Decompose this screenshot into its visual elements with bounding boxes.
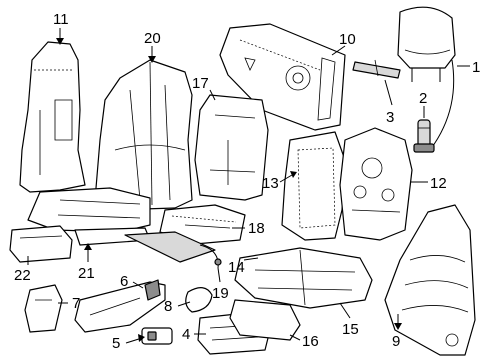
callout-15: 15	[342, 321, 359, 338]
part-6-side-cover[interactable]	[74, 279, 166, 333]
part-12-backrest-frame[interactable]	[339, 127, 413, 241]
callout-4: 4	[182, 326, 190, 343]
part-9-seat-frame[interactable]	[384, 204, 476, 356]
callout-22: 22	[14, 267, 31, 284]
part-13-trim-panel[interactable]	[281, 131, 346, 241]
callout-5: 5	[112, 335, 120, 352]
callout-21: 21	[78, 265, 95, 282]
part-17-pad[interactable]	[194, 94, 269, 201]
callout-20: 20	[144, 30, 161, 47]
part-3-guide[interactable]	[352, 59, 401, 79]
callout-6: 6	[120, 273, 128, 290]
callout-17: 17	[192, 75, 209, 92]
part-20-backrest-trim[interactable]	[94, 59, 193, 211]
callout-16: 16	[302, 333, 319, 350]
callout-14: 14	[228, 259, 245, 276]
part-10-backrest-panel[interactable]	[219, 23, 346, 131]
part-22-front-cushion[interactable]	[9, 225, 73, 263]
part-15-seat-cushion[interactable]	[234, 247, 373, 309]
leader-lines	[27, 28, 470, 344]
callout-3: 3	[386, 109, 394, 126]
callout-7: 7	[72, 295, 80, 312]
callout-12: 12	[430, 175, 447, 192]
part-11-backrest-cover[interactable]	[19, 41, 86, 193]
part-2-guide-sleeve[interactable]	[413, 119, 435, 153]
callout-11: 11	[53, 11, 69, 28]
part-19-bottom-pan[interactable]	[124, 231, 222, 269]
callout-13: 13	[262, 175, 279, 192]
callout-19: 19	[212, 285, 229, 302]
part-8-knob[interactable]	[185, 287, 213, 313]
callout-2: 2	[419, 90, 427, 107]
part-1-head-restraint[interactable]	[397, 6, 456, 151]
seat-cushion-trim[interactable]	[27, 187, 151, 233]
callout-8: 8	[164, 298, 172, 315]
callout-10: 10	[339, 31, 356, 48]
callout-18: 18	[248, 220, 265, 237]
callout-1: 1	[472, 59, 480, 76]
callout-9: 9	[392, 333, 400, 350]
part-5-switch[interactable]	[141, 327, 173, 345]
part-7-inner-cover[interactable]	[24, 284, 63, 333]
part-16-cushion-edge[interactable]	[229, 299, 301, 341]
